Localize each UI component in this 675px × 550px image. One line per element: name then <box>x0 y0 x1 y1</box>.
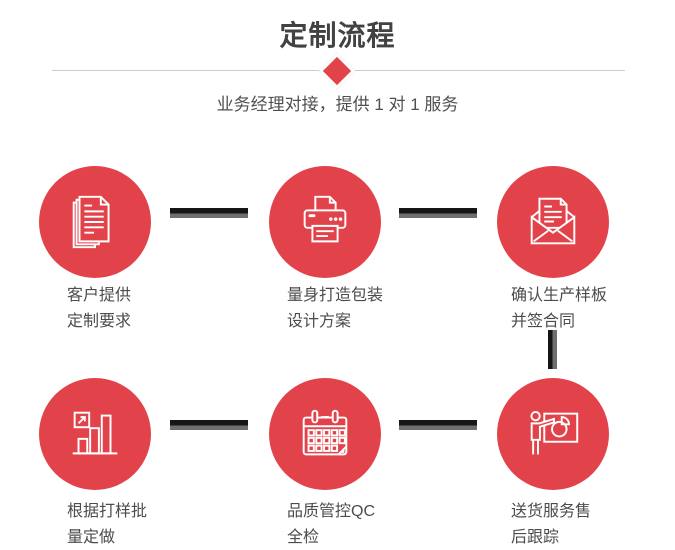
documents-icon <box>72 195 110 249</box>
subtitle: 业务经理对接，提供 1 对 1 服务 <box>216 95 459 114</box>
step-label-line: 确认生产样板 <box>511 287 608 304</box>
printer-icon <box>303 195 347 243</box>
step-6-circle <box>497 378 609 490</box>
step-label-line: 送货服务售 <box>511 503 592 520</box>
diamond-icon <box>318 52 356 90</box>
step-2-circle <box>269 166 381 278</box>
page-title: 定制流程 <box>279 20 396 51</box>
connector-step2-step3 <box>399 208 477 218</box>
calendar-icon <box>302 409 348 456</box>
step-label-line: 设计方案 <box>287 313 352 330</box>
step-4-label: 根据打样批 量定做 <box>67 499 147 550</box>
connector-step5-step6 <box>399 420 477 430</box>
connector-step4-step5 <box>170 420 248 430</box>
step-label-line: 客户提供 <box>67 287 132 304</box>
step-label-line: 量定做 <box>67 529 116 546</box>
step-3-label: 确认生产样板 并签合同 <box>511 283 607 335</box>
step-4-circle <box>39 378 151 490</box>
step-label-line: 后跟踪 <box>511 529 560 546</box>
step-2-label: 量身打造包装 设计方案 <box>287 283 383 335</box>
step-3-circle <box>497 166 609 278</box>
step-label-line: 根据打样批 <box>67 503 148 520</box>
connector-step3-step6 <box>548 330 557 369</box>
step-label-line: 量身打造包装 <box>287 287 384 304</box>
presentation-icon <box>530 410 579 455</box>
envelope-icon <box>530 197 576 245</box>
step-5-circle <box>269 378 381 490</box>
step-label-line: 定制要求 <box>67 313 132 330</box>
step-1-circle <box>39 166 151 278</box>
step-1-label: 客户提供 定制要求 <box>67 283 131 335</box>
bar-chart-icon <box>72 411 118 455</box>
step-label-line: 并签合同 <box>511 313 576 330</box>
step-label-line: 品质管控QC <box>287 503 376 520</box>
connector-step1-step2 <box>170 208 248 218</box>
step-5-label: 品质管控QC 全检 <box>287 499 375 550</box>
step-6-label: 送货服务售 后跟踪 <box>511 499 591 550</box>
step-label-line: 全检 <box>287 529 320 546</box>
